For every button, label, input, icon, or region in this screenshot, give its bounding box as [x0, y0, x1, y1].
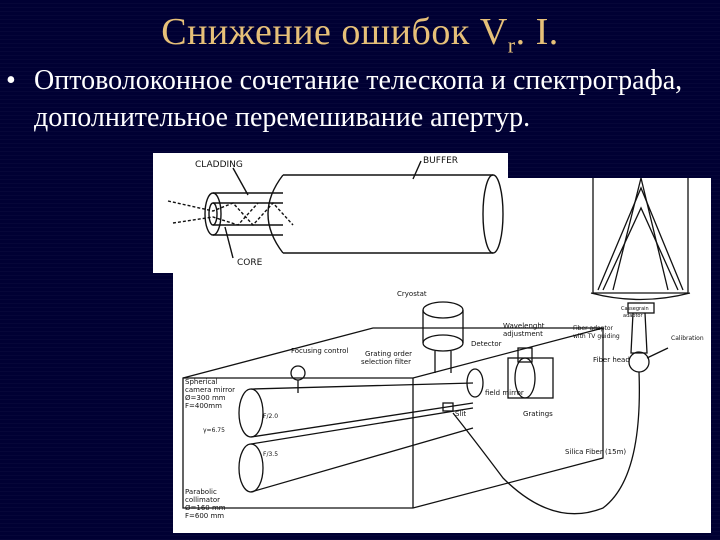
title-subscript: r: [507, 32, 516, 58]
fiber-figure: CLADDING BUFFER CORE: [153, 153, 508, 273]
angle-label-3: F/3.5: [263, 451, 278, 458]
calibration-label: Calibration: [671, 335, 704, 342]
parabolic-label-2: collimator: [185, 496, 220, 504]
core-label: CORE: [237, 258, 263, 268]
cryostat-label: Cryostat: [397, 290, 427, 298]
bullet-text: Оптоволоконное сочетание телескопа и спе…: [34, 65, 683, 133]
fiber-head-label: Fiber head: [593, 356, 630, 364]
detector-label: Detector: [471, 340, 502, 348]
grating-order-label-2: selection filter: [361, 358, 411, 366]
fiber-adaptor-label-2: with TV guiding: [573, 333, 620, 340]
spherical-mirror-label-2: camera mirror: [185, 386, 235, 394]
field-mirror-label: field mirror: [485, 389, 524, 397]
parabolic-label-3: Ø=160 mm: [185, 504, 226, 512]
cassegrain-label-2: adaptor: [623, 313, 643, 319]
spherical-mirror-label-1: Spherical: [185, 378, 218, 386]
angle-label-2: F/2.0: [263, 413, 278, 420]
parabolic-label-1: Parabolic: [185, 488, 217, 496]
wavelength-label-2: adjustment: [503, 330, 543, 338]
slide-title: Снижение ошибок Vr. I.: [0, 10, 720, 59]
angle-label-1: γ=6.75: [203, 427, 225, 434]
spherical-mirror-label-3: Ø=300 mm: [185, 394, 226, 402]
fiber-drawing: CLADDING BUFFER CORE: [167, 156, 504, 268]
slit-label: Slit: [455, 410, 466, 418]
silica-fiber-label: Silica Fiber (15m): [565, 448, 626, 456]
cassegrain-label-1: Cassegrain: [621, 306, 649, 312]
focusing-control-label: Focusing control: [291, 347, 348, 355]
title-main: Снижение ошибок V: [161, 11, 508, 53]
gratings-label: Gratings: [523, 410, 553, 418]
title-tail: . I.: [515, 11, 559, 53]
bullet-marker: •: [6, 65, 16, 96]
fiber-adaptor-label-1: Fiber adaptor: [573, 325, 614, 332]
grating-order-label-1: Grating order: [365, 350, 412, 358]
wavelength-label-1: Wavelenght: [503, 322, 545, 330]
parabolic-label-4: F=600 mm: [185, 512, 224, 520]
spectrograph-drawing: Cryostat Focusing control Wavelenght adj…: [182, 177, 704, 520]
buffer-label: BUFFER: [423, 156, 458, 166]
cladding-label: CLADDING: [195, 160, 243, 170]
spherical-mirror-label-4: F=400mm: [185, 402, 222, 410]
